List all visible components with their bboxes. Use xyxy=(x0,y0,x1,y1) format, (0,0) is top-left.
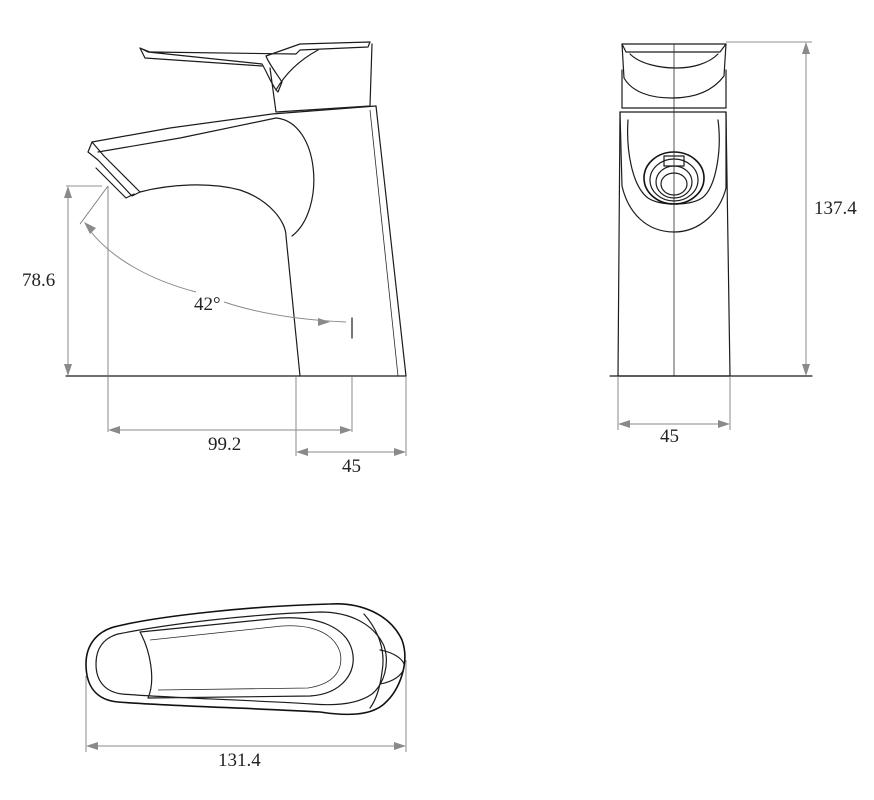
front-height-arrow-top xyxy=(802,42,810,54)
side-reach-label: 99.2 xyxy=(208,434,241,455)
side-reach-arrow-left xyxy=(108,426,120,434)
front-spout-recess-inner xyxy=(627,119,720,205)
front-handle xyxy=(621,43,727,99)
side-handle-block xyxy=(269,43,373,113)
front-base-label: 45 xyxy=(660,426,679,447)
side-height-label: 78.6 xyxy=(22,270,55,291)
front-spout-recess xyxy=(619,111,727,233)
side-reach-arrow-right xyxy=(340,426,352,434)
top-view: 131.4 xyxy=(85,603,407,771)
side-body-curve xyxy=(275,117,315,237)
side-handle-lever-face xyxy=(139,47,263,67)
top-outer-outline xyxy=(85,603,406,716)
side-body-back xyxy=(375,105,407,377)
top-spout-end xyxy=(363,613,384,709)
side-angle-ray xyxy=(79,185,109,225)
side-base-arrow-right xyxy=(394,448,406,456)
front-ext-lines xyxy=(617,41,812,430)
front-view: 137.4 45 xyxy=(609,41,857,447)
front-base-arrow-left xyxy=(618,420,630,428)
side-spout-top xyxy=(91,105,377,143)
side-aerator xyxy=(87,141,141,197)
top-spout-tip xyxy=(379,649,405,685)
front-height-arrow-bottom xyxy=(802,364,810,376)
side-height-arrow-bottom xyxy=(64,364,72,376)
side-aerator-ring xyxy=(95,167,135,199)
top-ext-lines xyxy=(85,660,407,752)
side-ext-lines xyxy=(66,185,407,456)
side-spout-inner xyxy=(97,117,277,153)
side-handle-curve xyxy=(275,49,319,91)
top-length-label: 131.4 xyxy=(218,750,261,771)
side-handle-lever xyxy=(139,41,371,93)
side-angle-label: 42° xyxy=(194,294,221,315)
top-inner-outline xyxy=(95,611,387,706)
front-handle-inner xyxy=(629,53,719,69)
side-base-label: 45 xyxy=(342,456,361,477)
side-base-arrow-left xyxy=(296,448,308,456)
side-body-back-inner xyxy=(369,109,399,377)
front-height-label: 137.4 xyxy=(814,198,857,219)
side-angle-arc xyxy=(87,227,347,323)
top-lever-recess-inner xyxy=(149,625,342,691)
top-length-arrow-right xyxy=(394,742,406,750)
side-angle-arrow-end xyxy=(318,318,330,326)
side-view: 78.6 99.2 45 42° xyxy=(22,41,407,477)
front-handle-top-band xyxy=(621,43,727,53)
side-height-arrow-top xyxy=(64,186,72,198)
top-lever-recess xyxy=(139,617,354,699)
front-base-arrow-right xyxy=(718,420,730,428)
top-length-arrow-left xyxy=(86,742,98,750)
side-angle-arrow-start xyxy=(84,222,96,234)
side-spout-underside xyxy=(139,184,301,377)
